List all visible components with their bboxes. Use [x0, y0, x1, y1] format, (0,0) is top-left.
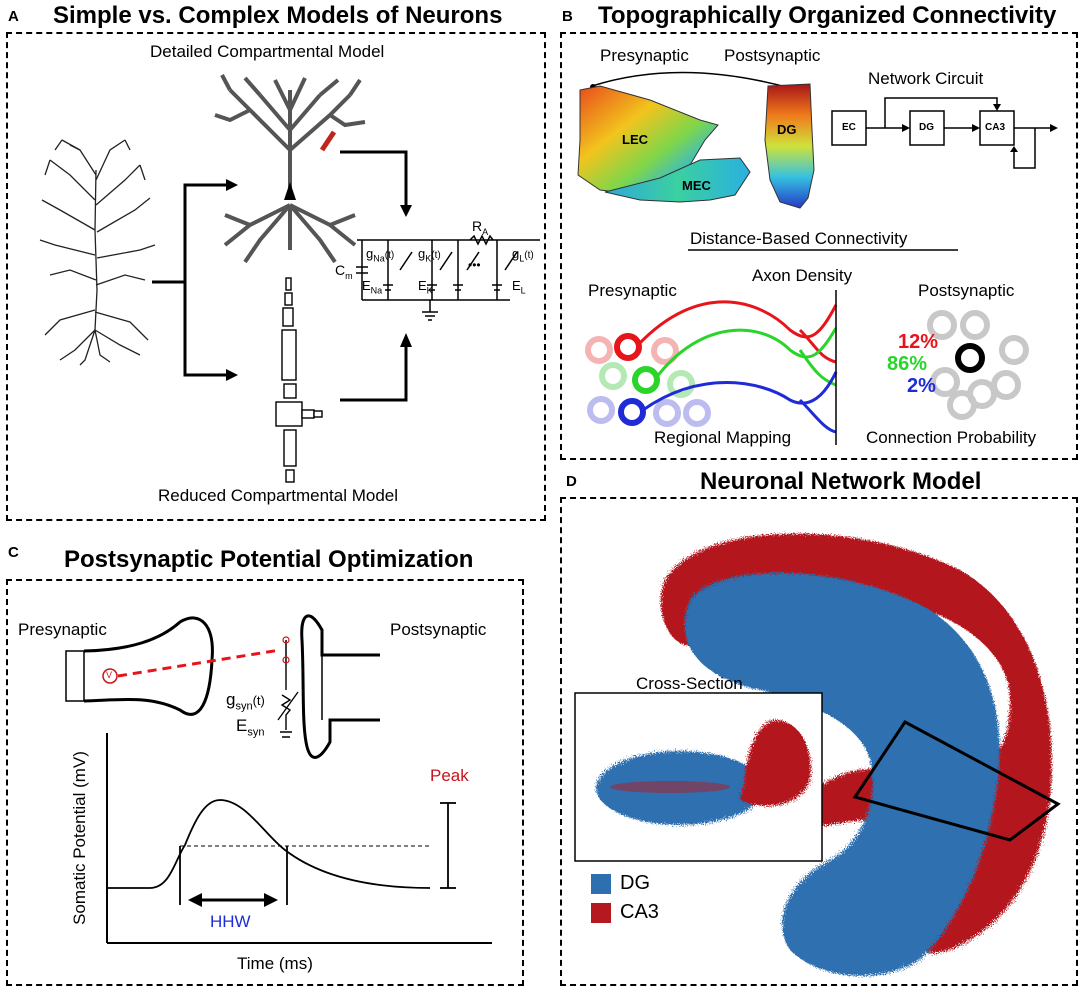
panel-c-letter: C: [8, 544, 19, 561]
panel-d-letter: D: [566, 473, 577, 490]
dg-label: DG: [777, 122, 797, 137]
pyramidal-neuron-icon: [39, 139, 156, 366]
reduced-model-label: Reduced Compartmental Model: [158, 486, 399, 505]
b-presynaptic-label-2: Presynaptic: [588, 281, 677, 300]
postsynaptic-neurons: [927, 310, 1029, 420]
equivalent-circuit: [356, 234, 540, 321]
gna-label: gNa(t): [366, 246, 395, 264]
panel-b-box: [560, 32, 1078, 460]
blue-axon: [642, 371, 838, 412]
mec-region: [604, 157, 751, 203]
detailed-model-label: Detailed Compartmental Model: [150, 42, 385, 61]
network-circuit-diagram: [831, 110, 1015, 146]
dg-region: [764, 83, 815, 209]
panel-c-box: [6, 579, 524, 986]
panel-a-letter: A: [8, 8, 19, 25]
green-axon: [654, 327, 838, 379]
dg-network: [684, 572, 1000, 977]
ellipsis-label: •••: [468, 258, 481, 272]
percent-blue: 2%: [907, 375, 936, 397]
percent-green: 86%: [887, 353, 928, 375]
detailed-neuron-model: [214, 74, 366, 264]
b-postsynaptic-label: Postsynaptic: [724, 46, 821, 65]
legend-dg-swatch: [591, 874, 611, 894]
mec-label: MEC: [682, 178, 711, 193]
gsyn-label: gsyn(t): [226, 690, 265, 713]
panel-d-box: [560, 497, 1078, 986]
c-postsynaptic-label: Postsynaptic: [390, 620, 487, 639]
node-ca3: CA3: [985, 122, 1006, 133]
gk-label: gK(t): [418, 246, 441, 264]
gl-label: gL(t): [512, 246, 534, 264]
c-presynaptic-label: Presynaptic: [18, 620, 107, 639]
arrow-to-reduced: [183, 282, 228, 377]
peak-label: Peak: [430, 766, 469, 785]
distance-connectivity-title: Distance-Based Connectivity: [690, 229, 908, 248]
arrow-to-detailed: [152, 183, 228, 284]
lec-label: LEC: [622, 132, 648, 147]
time-xlabel: Time (ms): [237, 954, 313, 973]
regional-mapping-label: Regional Mapping: [654, 428, 792, 447]
panel-b-letter: B: [562, 8, 573, 25]
psp-graph: [106, 733, 492, 944]
node-dg: DG: [919, 122, 934, 133]
b-presynaptic-label: Presynaptic: [600, 46, 689, 65]
cross-section-label: Cross-Section: [636, 674, 743, 693]
reduced-neuron-model: [275, 277, 323, 483]
connection-probability-label: Connection Probability: [866, 428, 1037, 447]
panel-c-title: Postsynaptic Potential Optimization: [64, 546, 474, 573]
axon-density-label: Axon Density: [752, 266, 853, 285]
legend-ca3-swatch: [591, 903, 611, 923]
voltage-symbol: V: [106, 670, 113, 680]
panel-d-title: Neuronal Network Model: [700, 468, 982, 495]
hhw-label: HHW: [210, 912, 251, 931]
postsynaptic-terminal: [277, 614, 380, 759]
percent-red: 12%: [898, 331, 939, 353]
network-circuit-label: Network Circuit: [868, 69, 984, 88]
panel-a-title: Simple vs. Complex Models of Neurons: [53, 2, 503, 29]
highlighted-compartment: [319, 130, 337, 152]
cm-label: Cm: [335, 262, 353, 281]
b-postsynaptic-label-2: Postsynaptic: [918, 281, 1015, 300]
ra-label: RA: [472, 218, 489, 237]
legend-dg-label: DG: [620, 872, 650, 894]
ek-label: EK: [418, 278, 433, 296]
presynaptic-neurons: [585, 333, 711, 427]
panel-b-title: Topographically Organized Connectivity: [598, 2, 1057, 29]
ena-label: ENa: [362, 278, 383, 296]
el-label: EL: [512, 278, 526, 296]
node-ec: EC: [842, 122, 856, 133]
red-axon: [636, 300, 838, 347]
legend-ca3-label: CA3: [620, 901, 659, 923]
panel-a-box: [6, 32, 546, 521]
esyn-label: Esyn: [236, 716, 265, 739]
